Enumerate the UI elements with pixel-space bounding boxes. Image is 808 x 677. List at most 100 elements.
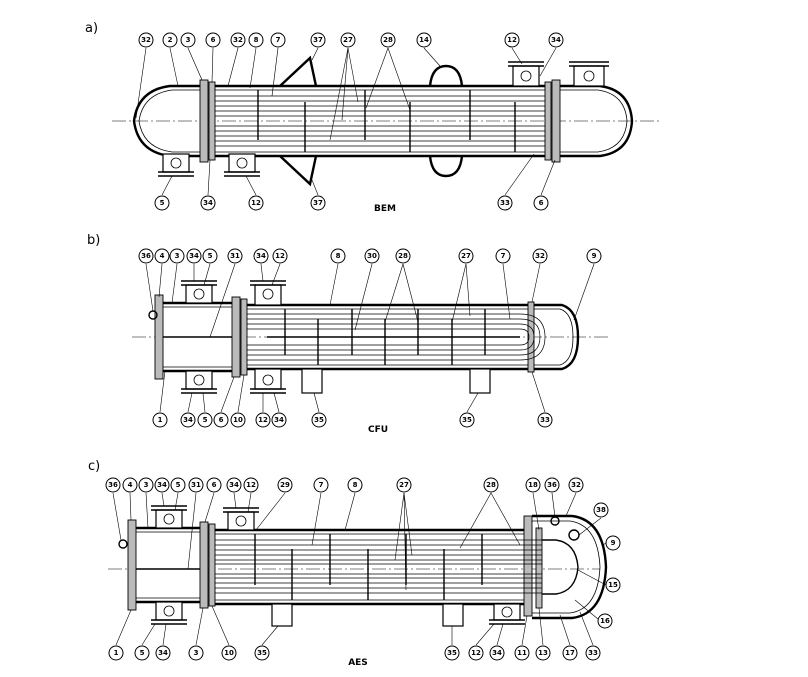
callout: 34: [155, 623, 171, 661]
svg-text:34: 34: [203, 199, 213, 207]
callout: 35: [459, 392, 479, 428]
svg-text:32: 32: [233, 36, 243, 44]
callout: 2: [162, 32, 179, 87]
svg-text:7: 7: [319, 481, 324, 489]
callout: 4: [154, 248, 170, 298]
callout: 35: [311, 392, 327, 428]
panel-b: b): [87, 233, 608, 435]
svg-text:35: 35: [447, 649, 457, 657]
callout: 3: [188, 607, 204, 661]
callout: 32: [227, 32, 246, 87]
callout: 28: [365, 32, 411, 111]
callout: 7: [495, 248, 511, 320]
callout: 9: [573, 248, 602, 321]
panel-b-type-code: CFU: [368, 425, 388, 435]
svg-text:35: 35: [314, 416, 324, 424]
panel-a-label: a): [85, 21, 98, 36]
svg-text:6: 6: [212, 481, 217, 489]
callout: 17: [559, 614, 578, 661]
callout: 5: [134, 623, 156, 661]
callout: 12: [245, 175, 264, 211]
svg-text:33: 33: [588, 649, 598, 657]
svg-text:12: 12: [258, 416, 268, 424]
svg-text:27: 27: [399, 481, 409, 489]
callout: 3: [180, 32, 203, 81]
svg-text:14: 14: [419, 36, 429, 44]
callout: 10: [230, 374, 246, 428]
callout: 7: [270, 32, 286, 97]
svg-text:4: 4: [128, 481, 133, 489]
callout: 34: [180, 392, 196, 428]
callout: 18: [525, 477, 541, 531]
svg-text:7: 7: [501, 252, 506, 260]
svg-text:3: 3: [194, 649, 199, 657]
svg-text:2: 2: [168, 36, 173, 44]
callout: 14: [416, 32, 441, 67]
svg-text:5: 5: [160, 199, 165, 207]
callout: 12: [255, 393, 271, 428]
svg-text:5: 5: [208, 252, 213, 260]
svg-text:13: 13: [538, 649, 548, 657]
callout: 7: [311, 477, 329, 546]
svg-text:34: 34: [189, 252, 199, 260]
callout: 6: [533, 159, 556, 211]
svg-text:36: 36: [141, 252, 151, 260]
callout: 29: [255, 477, 293, 531]
callout: 12: [243, 477, 259, 513]
svg-text:34: 34: [183, 416, 193, 424]
callout: 34: [253, 248, 269, 282]
svg-text:32: 32: [571, 481, 581, 489]
svg-text:33: 33: [540, 416, 550, 424]
svg-text:37: 37: [313, 36, 323, 44]
callout: 32: [531, 248, 548, 303]
callout: 28: [459, 477, 521, 549]
callout: 6: [205, 32, 221, 83]
callout: 3: [138, 477, 154, 529]
svg-text:34: 34: [256, 252, 266, 260]
svg-text:7: 7: [276, 36, 281, 44]
svg-text:3: 3: [144, 481, 149, 489]
callout: 33: [531, 371, 553, 428]
callout: 1: [152, 370, 168, 428]
callout: 31: [209, 248, 243, 338]
callout: 10: [211, 605, 237, 661]
svg-text:30: 30: [367, 252, 377, 260]
svg-text:10: 10: [233, 416, 243, 424]
callout: 35: [254, 625, 279, 661]
callout: 36: [138, 248, 154, 312]
svg-text:16: 16: [600, 617, 610, 625]
callout: 38: [578, 502, 609, 536]
svg-text:33: 33: [500, 199, 510, 207]
callout: 5: [197, 392, 213, 428]
svg-text:5: 5: [140, 649, 145, 657]
svg-text:12: 12: [246, 481, 256, 489]
callout: 28: [384, 248, 419, 323]
svg-text:9: 9: [592, 252, 597, 260]
callout: 4: [122, 477, 138, 521]
svg-text:32: 32: [141, 36, 151, 44]
panel-c-type-code: AES: [348, 658, 368, 668]
svg-text:35: 35: [462, 416, 472, 424]
svg-text:34: 34: [274, 416, 284, 424]
callout: 13: [535, 607, 551, 661]
svg-text:12: 12: [471, 649, 481, 657]
svg-text:36: 36: [547, 481, 557, 489]
svg-text:37: 37: [313, 199, 323, 207]
callout: 6: [204, 477, 222, 523]
panel-c-label: c): [88, 459, 100, 474]
panel-a-type-code: BEM: [374, 204, 396, 214]
callout: 3: [169, 248, 185, 304]
callout: 9: [602, 535, 621, 551]
callout: 36: [544, 477, 560, 518]
svg-text:8: 8: [353, 481, 358, 489]
svg-text:28: 28: [383, 36, 393, 44]
svg-text:36: 36: [108, 481, 118, 489]
svg-text:9: 9: [611, 539, 616, 547]
svg-text:6: 6: [539, 199, 544, 207]
callout: 35: [444, 626, 460, 661]
callout: 32: [565, 477, 584, 517]
svg-text:34: 34: [492, 649, 502, 657]
callout-group-c: 36 4 3 34 5 31 6 34 12 29 7 8 27 28 18 3…: [105, 477, 621, 661]
callout: 37: [310, 32, 326, 61]
